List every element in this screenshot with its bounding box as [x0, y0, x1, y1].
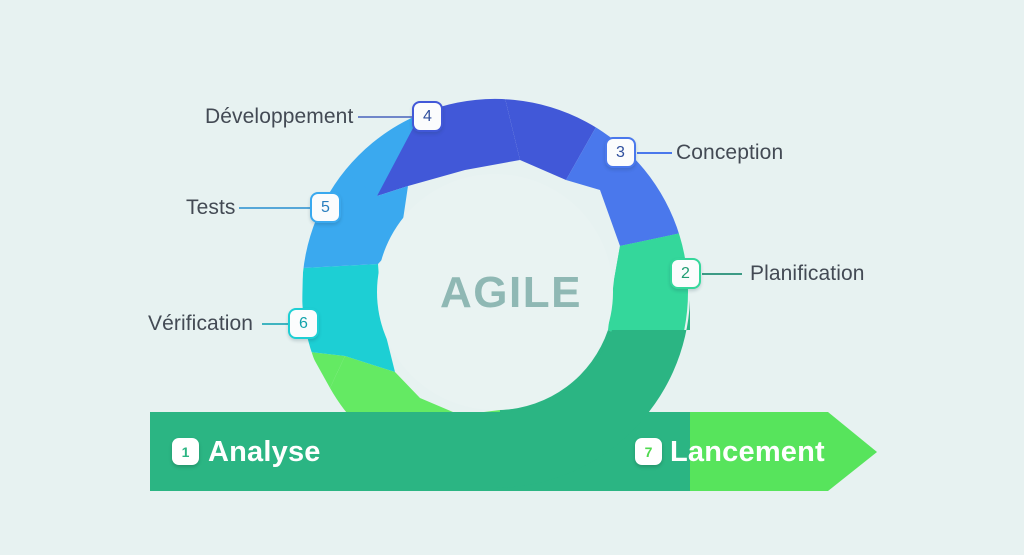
step-label-conception: Conception	[676, 141, 784, 164]
step-label-analyse: Analyse	[208, 436, 321, 468]
step-badge-3-number: 3	[616, 143, 625, 161]
step-badge-7[interactable]: 7	[635, 438, 662, 465]
step-badge-5[interactable]: 5	[310, 192, 341, 223]
step-badge-7-number: 7	[644, 443, 653, 460]
step-badge-6-number: 6	[299, 314, 308, 332]
step-label-lancement: Lancement	[670, 436, 825, 468]
step-badge-3[interactable]: 3	[605, 137, 636, 168]
step-label-verification: Vérification	[148, 312, 254, 335]
step-badge-4-number: 4	[423, 107, 432, 125]
step-label-tests: Tests	[186, 196, 236, 219]
step-badge-4[interactable]: 4	[412, 101, 443, 132]
step-badge-1[interactable]: 1	[172, 438, 199, 465]
step-badge-1-number: 1	[181, 443, 190, 460]
step-label-planification: Planification	[750, 262, 865, 285]
step-badge-2[interactable]: 2	[670, 258, 701, 289]
step-label-developpement: Développement	[205, 105, 354, 128]
step-badge-6[interactable]: 6	[288, 308, 319, 339]
step-badge-5-number: 5	[321, 198, 330, 216]
step-badge-2-number: 2	[681, 264, 690, 282]
center-label: AGILE	[440, 268, 582, 317]
